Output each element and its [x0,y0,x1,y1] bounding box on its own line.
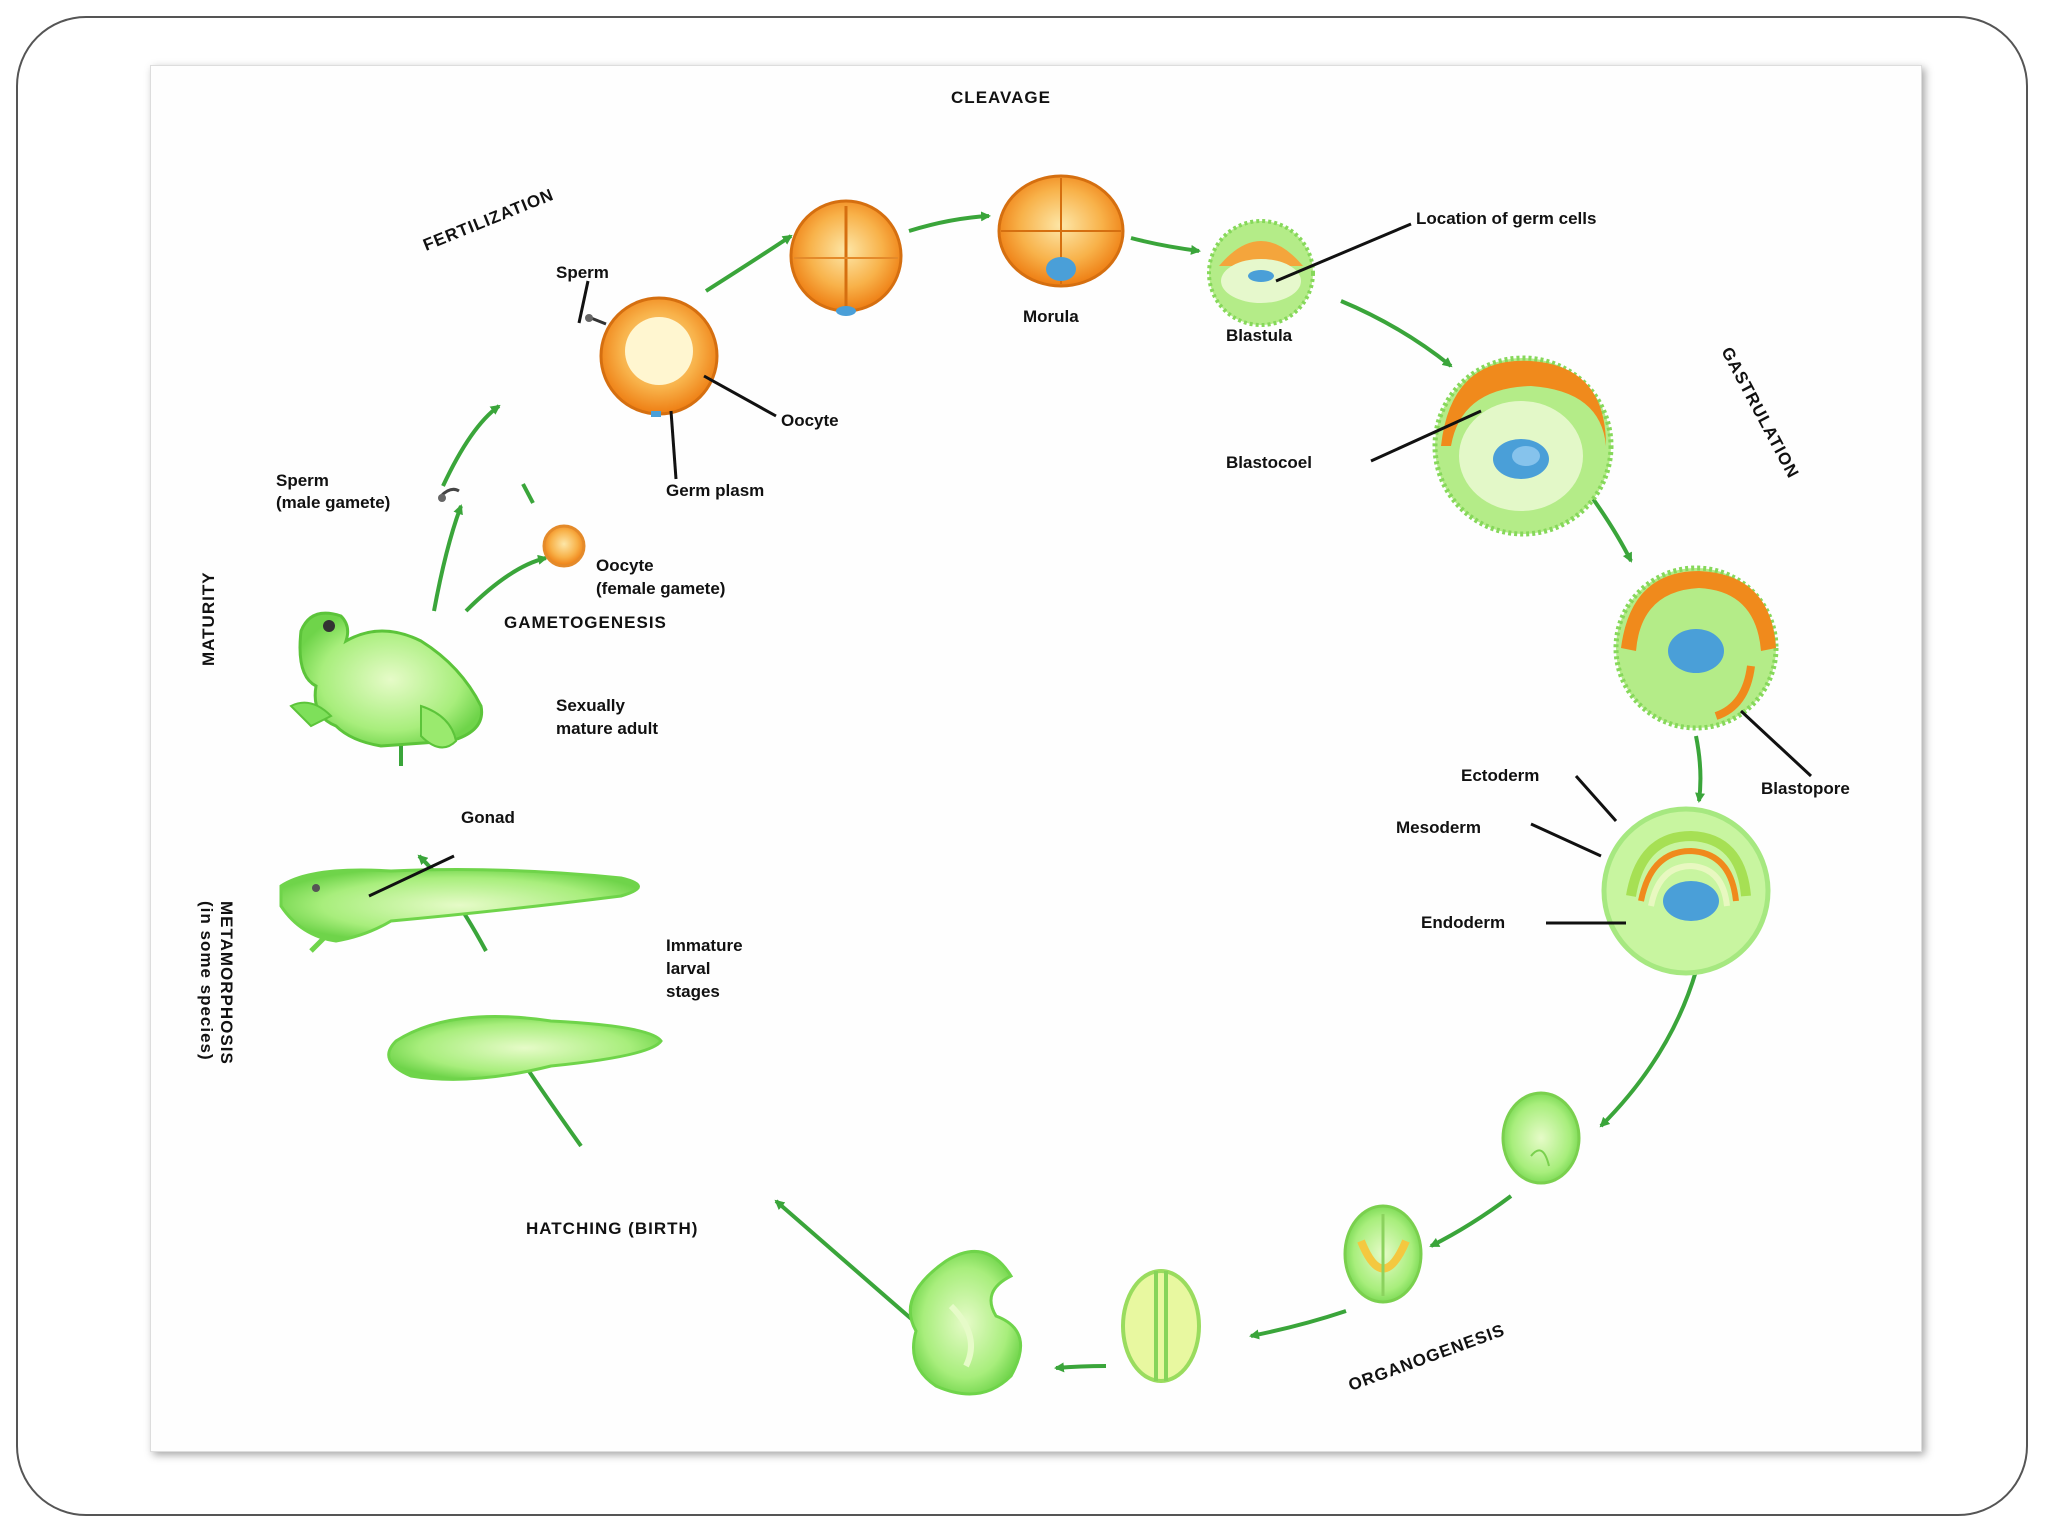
arrow-to-blastula [1130,236,1201,255]
arrow-to-neurula1 [1599,970,1698,1128]
stage-maturity: MATURITY [199,571,218,666]
stage-hatching: HATCHING (BIRTH) [526,1219,698,1238]
cycle-arrows [396,211,1706,1373]
oocyte-pointer [703,374,777,418]
label-adult-note: mature adult [556,719,658,738]
arrow-join-stroke [521,483,535,504]
label-germ-plasm: Germ plasm [666,481,764,500]
arrow-to-sperm [432,504,463,612]
life-cycle-figure: CLEAVAGE FERTILIZATION GASTRULATION MATU… [150,65,1922,1452]
fertilized-oocyte [585,296,719,417]
stage-gastrulation: GASTRULATION [1717,344,1802,482]
label-oocyte: Oocyte [781,411,839,430]
label-blastopore: Blastopore [1761,779,1850,798]
tadpole-young [387,1015,663,1081]
label-larval-2: larval [666,959,710,978]
label-gonad: Gonad [461,808,515,827]
gastrula-late [1601,806,1771,976]
germ-plasm-pointer [669,410,678,480]
blastopore-pointer [1739,709,1813,778]
stage-metamorphosis: METAMORPHOSIS [217,901,236,1065]
stage-cleavage: CLEAVAGE [951,88,1051,107]
stage-organogenesis: ORGANOGENESIS [1346,1320,1508,1394]
label-blastocoel: Blastocoel [1226,453,1312,472]
label-morula: Morula [1023,307,1079,326]
arrow-to-fertilization [441,404,501,487]
label-sperm-male-note: (male gamete) [276,493,390,512]
neurula-2 [1343,1204,1423,1304]
label-mesoderm: Mesoderm [1396,818,1481,837]
arrow-to-morula [908,211,991,233]
label-germ-cells: Location of germ cells [1416,209,1596,228]
female-gamete [542,524,586,568]
label-sperm-male: Sperm [276,471,329,490]
germ-cells-pointer [1275,222,1412,283]
stage-metamorphosis-note: (in some species) [197,901,216,1061]
arrow-to-gastrula2 [1589,494,1633,563]
arrow-to-hatching [774,1199,933,1338]
gonad-pointer [368,854,455,898]
neurula-3 [1121,1269,1201,1383]
blastocoel-pointer [1370,409,1482,463]
adult-frog [289,611,484,749]
label-larval-3: stages [666,982,720,1001]
gastrula-early [1432,355,1614,537]
sperm-pointer [577,280,590,324]
arrow-to-oocyte-small [464,554,548,613]
arrow-fert-to-2cell [704,234,793,293]
gastrula-mid [1613,565,1779,731]
stage-fertilization: FERTILIZATION [420,185,556,255]
arrow-to-tailbud [1054,1362,1107,1373]
label-adult: Sexually [556,696,626,715]
neurula-1 [1501,1091,1581,1185]
mesoderm-pointer [1530,822,1602,858]
label-larval-1: Immature [666,936,743,955]
two-cell-embryo [789,199,903,316]
arrow-to-gastrula3 [1694,735,1706,803]
label-oocyte-female: Oocyte [596,556,654,575]
label-endoderm: Endoderm [1421,913,1505,932]
label-oocyte-female-note: (female gamete) [596,579,725,598]
label-sperm: Sperm [556,263,609,282]
label-blastula: Blastula [1226,326,1293,345]
arrow-to-neurula2 [1429,1194,1513,1248]
arrow-to-neurula3 [1249,1309,1347,1340]
tadpole-older [279,868,640,953]
male-gamete [438,487,460,502]
life-cycle-diagram: CLEAVAGE FERTILIZATION GASTRULATION MATU… [197,88,1850,1396]
blastula-embryo [1207,219,1315,327]
ectoderm-pointer [1574,775,1618,822]
morula-embryo [997,174,1125,288]
label-ectoderm: Ectoderm [1461,766,1539,785]
arrow-to-gastrula1 [1340,299,1453,368]
tailbud-embryo [908,1249,1023,1396]
stage-gametogenesis: GAMETOGENESIS [504,613,667,632]
